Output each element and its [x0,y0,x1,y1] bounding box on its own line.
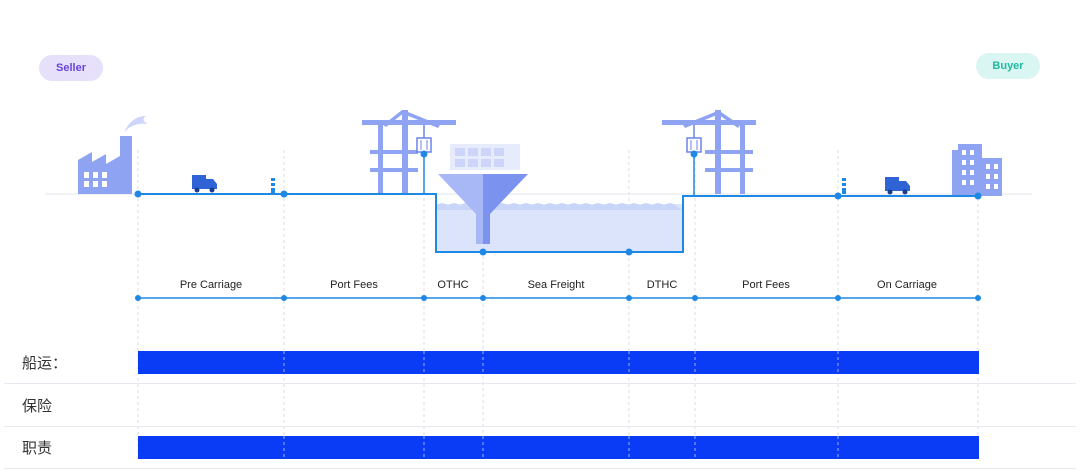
segment-label-othc: OTHC [437,279,469,291]
row-label-shipping: 船运： [22,354,68,372]
axis-node [135,295,141,301]
factory-icon [78,116,148,194]
route-nodes [134,150,982,256]
row-divider [4,383,1076,384]
segment-label-dthc: DTHC [646,279,678,291]
marker-post-icon [271,178,275,194]
route-node [134,190,142,198]
axis-node [692,295,698,301]
route-node [690,150,698,158]
route-node [420,150,428,158]
crane-icon [362,110,456,194]
route-node [974,192,982,200]
axis-node [975,295,981,301]
axis-node [281,295,287,301]
route-line [138,193,978,253]
segment-label-on-carriage: On Carriage [877,279,937,291]
row-divider [4,426,1076,427]
shipping-coverage-bar [138,351,979,374]
segment-label-port-fees-destination: Port Fees [742,279,790,291]
crane-icon [662,110,756,194]
truck-icon [885,177,910,195]
segment-label-port-fees-origin: Port Fees [330,279,378,291]
route-node [834,192,842,200]
truck-icon [192,175,217,193]
route-node [479,248,487,256]
axis-node [421,295,427,301]
ship-icon [450,144,520,170]
seller-badge: Seller [39,55,103,81]
marker-post-icon [842,178,846,194]
funnel-icon [438,174,528,244]
axis-node [626,295,632,301]
buyer-badge: Buyer [976,53,1040,79]
segment-label-pre-carriage: Pre Carriage [179,279,243,291]
axis-node [835,295,841,301]
row-label-insurance: 保险 [22,397,53,415]
axis-node [480,295,486,301]
route-node [625,248,633,256]
row-label-responsibility: 职责 [22,439,53,457]
route-node [280,190,288,198]
responsibility-coverage-bar [138,436,979,459]
buildings-icon [952,144,1002,196]
segment-label-sea-freight: Sea Freight [527,279,585,291]
segment-axis-nodes [135,295,981,301]
row-divider [4,468,1076,469]
